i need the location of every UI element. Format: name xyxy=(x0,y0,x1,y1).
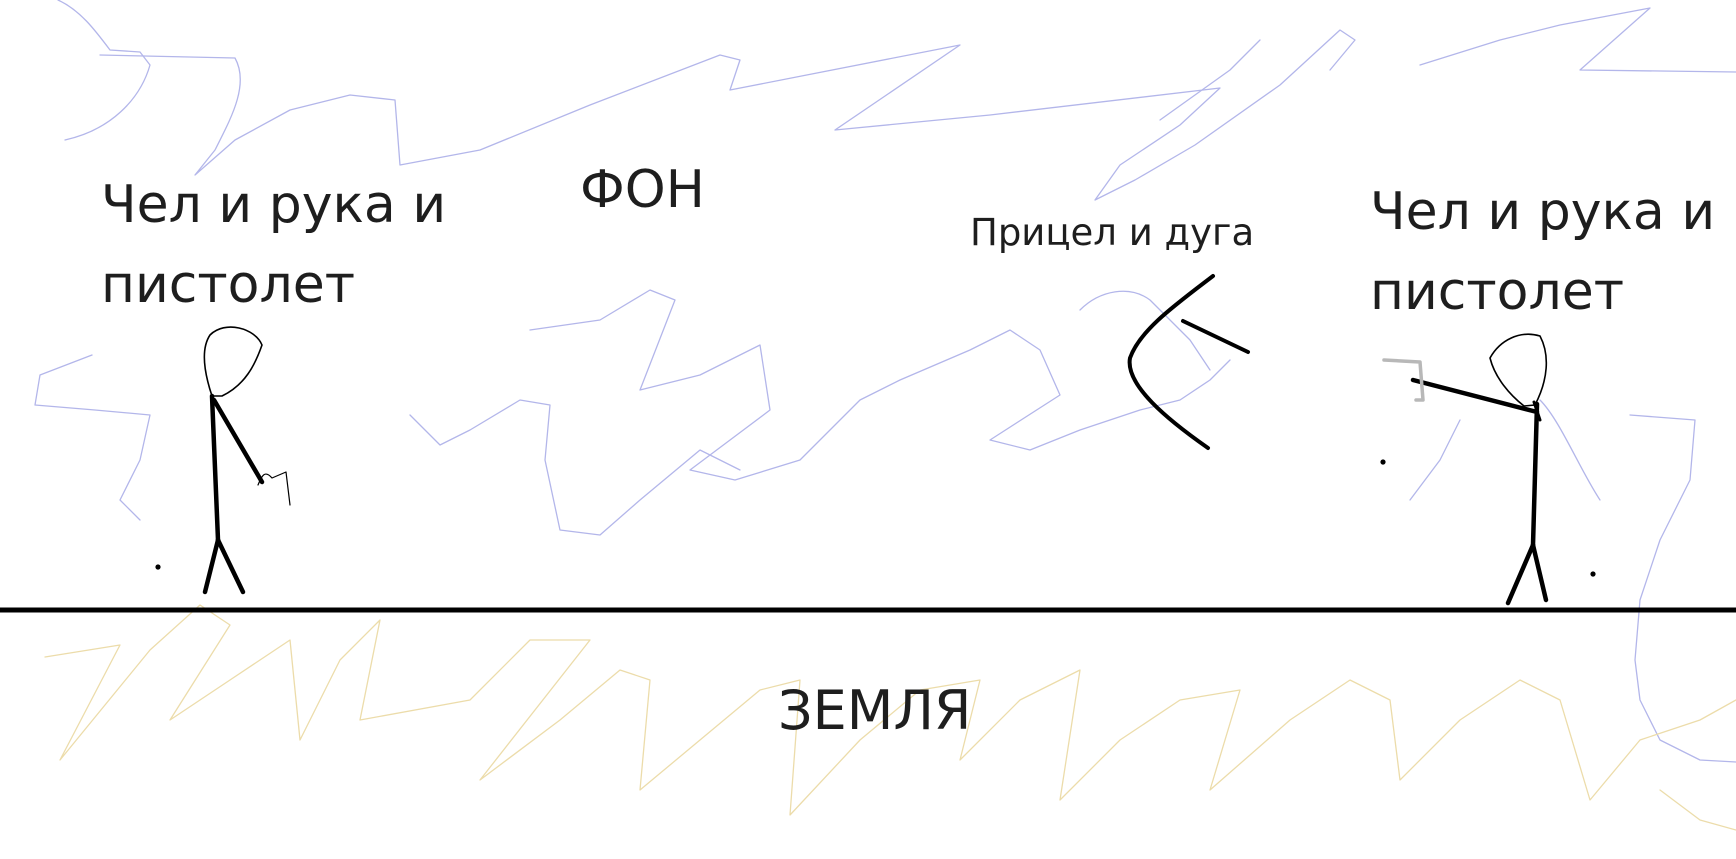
background-label: ФОН xyxy=(580,160,705,220)
right-figure-arm xyxy=(1410,377,1540,415)
aim-and-arc-label: Прицел и дуга xyxy=(970,211,1255,254)
aim-line xyxy=(1181,319,1250,354)
right-character-label-line1: Чел и рука и xyxy=(1370,182,1716,242)
dot xyxy=(1380,459,1386,465)
right-figure-leg xyxy=(1530,542,1549,603)
left-figure-gun-sketch xyxy=(257,471,291,506)
left-figure-leg xyxy=(202,537,221,595)
trajectory-arc xyxy=(1127,274,1215,450)
ground-label: ЗЕМЛЯ xyxy=(778,679,972,742)
ground-scribbles xyxy=(44,604,1736,831)
left-figure-head xyxy=(203,326,263,397)
left-figure-body xyxy=(209,393,221,543)
left-character-label-line1: Чел и рука и xyxy=(101,175,447,235)
dot xyxy=(1590,571,1596,577)
background-scribbles xyxy=(34,0,1736,763)
right-figure-gun-sketch xyxy=(1382,358,1425,402)
dot xyxy=(155,564,161,570)
right-character-label-line2: пистолет xyxy=(1370,262,1625,322)
left-figure-arm xyxy=(211,397,265,485)
right-figure-arm-tick xyxy=(1532,400,1542,422)
aim-and-arc-sketch xyxy=(1127,274,1250,450)
left-figure-leg xyxy=(215,537,246,595)
right-figure-body xyxy=(1530,401,1540,548)
right-figure-leg xyxy=(1505,542,1536,606)
left-character-label-line2: пистолет xyxy=(101,255,356,315)
right-stick-figure xyxy=(1410,333,1549,606)
left-stick-figure xyxy=(202,326,291,595)
right-figure-head xyxy=(1489,333,1548,407)
